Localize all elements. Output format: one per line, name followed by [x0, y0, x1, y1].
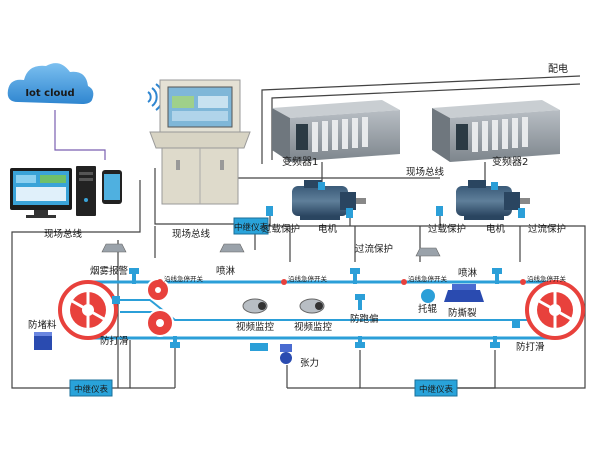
video-2-label: 视频监控	[294, 321, 333, 333]
smoke-alarm-label: 烟雾报警	[90, 265, 129, 277]
drive-pulley-right	[525, 280, 585, 340]
drive-pulley-left	[58, 280, 118, 340]
inverter-2-label: 变频器2	[492, 155, 528, 168]
inverter-1-label: 变频器1	[282, 155, 318, 168]
pull-switch-4-label: 沿线急停开关	[527, 274, 567, 283]
video-camera-1-icon	[242, 298, 268, 314]
tension-pulley-upper	[146, 278, 170, 302]
pull-switch-1-label: 沿线急停开关	[164, 274, 204, 283]
motor-2-icon	[456, 180, 530, 220]
tension-label: 张力	[300, 357, 319, 369]
anti-deviation-label: 防跑偏	[350, 313, 379, 325]
cloud-icon: Iot cloud	[7, 63, 94, 104]
pull-switch-3-label: 沿线急停开关	[408, 274, 448, 283]
cloud-label: Iot cloud	[25, 88, 74, 99]
field-bus-left1-label: 现场总线	[44, 228, 83, 240]
idler-icon	[421, 289, 435, 303]
relay-top-label: 中继仪表	[234, 222, 269, 233]
anti-pile-icon	[34, 332, 52, 350]
relay-meter-bottom-left: 中继仪表	[69, 379, 113, 397]
field-bus-right-label: 现场总线	[406, 166, 445, 178]
power-label: 配电	[548, 62, 568, 75]
pull-switch-dots	[157, 279, 526, 285]
overload-2-label: 过载保护	[428, 223, 466, 235]
anti-pile-label: 防堵料	[28, 319, 57, 331]
inverter-1-icon	[272, 100, 400, 162]
belt-sensors	[112, 268, 520, 348]
anti-slip-1-label: 防打滑	[100, 335, 129, 347]
motor-1-label: 电机	[318, 223, 338, 235]
cloud-link	[54, 110, 106, 160]
overcurrent-1-label: 过流保护	[355, 243, 393, 255]
tension-pulley-lower	[146, 309, 174, 337]
spray-heads	[101, 243, 441, 257]
relay-meter-top: 中继仪表	[233, 217, 269, 235]
tension-sensor-icon	[250, 343, 292, 364]
field-bus-left2-label: 现场总线	[172, 228, 211, 240]
anti-tear-icon	[444, 284, 484, 302]
phone-icon	[102, 170, 122, 204]
control-cabinet-icon	[149, 79, 251, 205]
relay-meter-bottom-right: 中继仪表	[414, 379, 458, 397]
video-1-label: 视频监控	[236, 321, 275, 333]
motor-2-label: 电机	[486, 223, 506, 235]
overload-1-label: 过载保护	[262, 223, 300, 235]
sensor-markers	[266, 182, 525, 218]
overcurrent-2-label: 过流保护	[528, 223, 566, 235]
spray-2-label: 喷淋	[458, 267, 478, 279]
computer-tower-icon	[76, 166, 96, 216]
anti-slip-2-label: 防打滑	[516, 341, 545, 353]
inverter-2-icon	[432, 100, 560, 162]
relay-br-label: 中继仪表	[419, 384, 454, 395]
video-camera-2-icon	[299, 298, 325, 314]
anti-tear-label: 防撕裂	[448, 307, 477, 319]
idler-label: 托辊	[418, 303, 438, 315]
motor-1-icon	[292, 180, 366, 220]
labels: 配电 现场总线 变频器1 变频器2 现场总线 现场总线 过载保护 电机 过流保护…	[28, 62, 568, 369]
relay-bl-label: 中继仪表	[74, 384, 109, 395]
computer-monitor-icon	[10, 168, 72, 218]
pull-switch-2-label: 沿线急停开关	[288, 274, 328, 283]
spray-1-label: 喷淋	[216, 265, 236, 277]
